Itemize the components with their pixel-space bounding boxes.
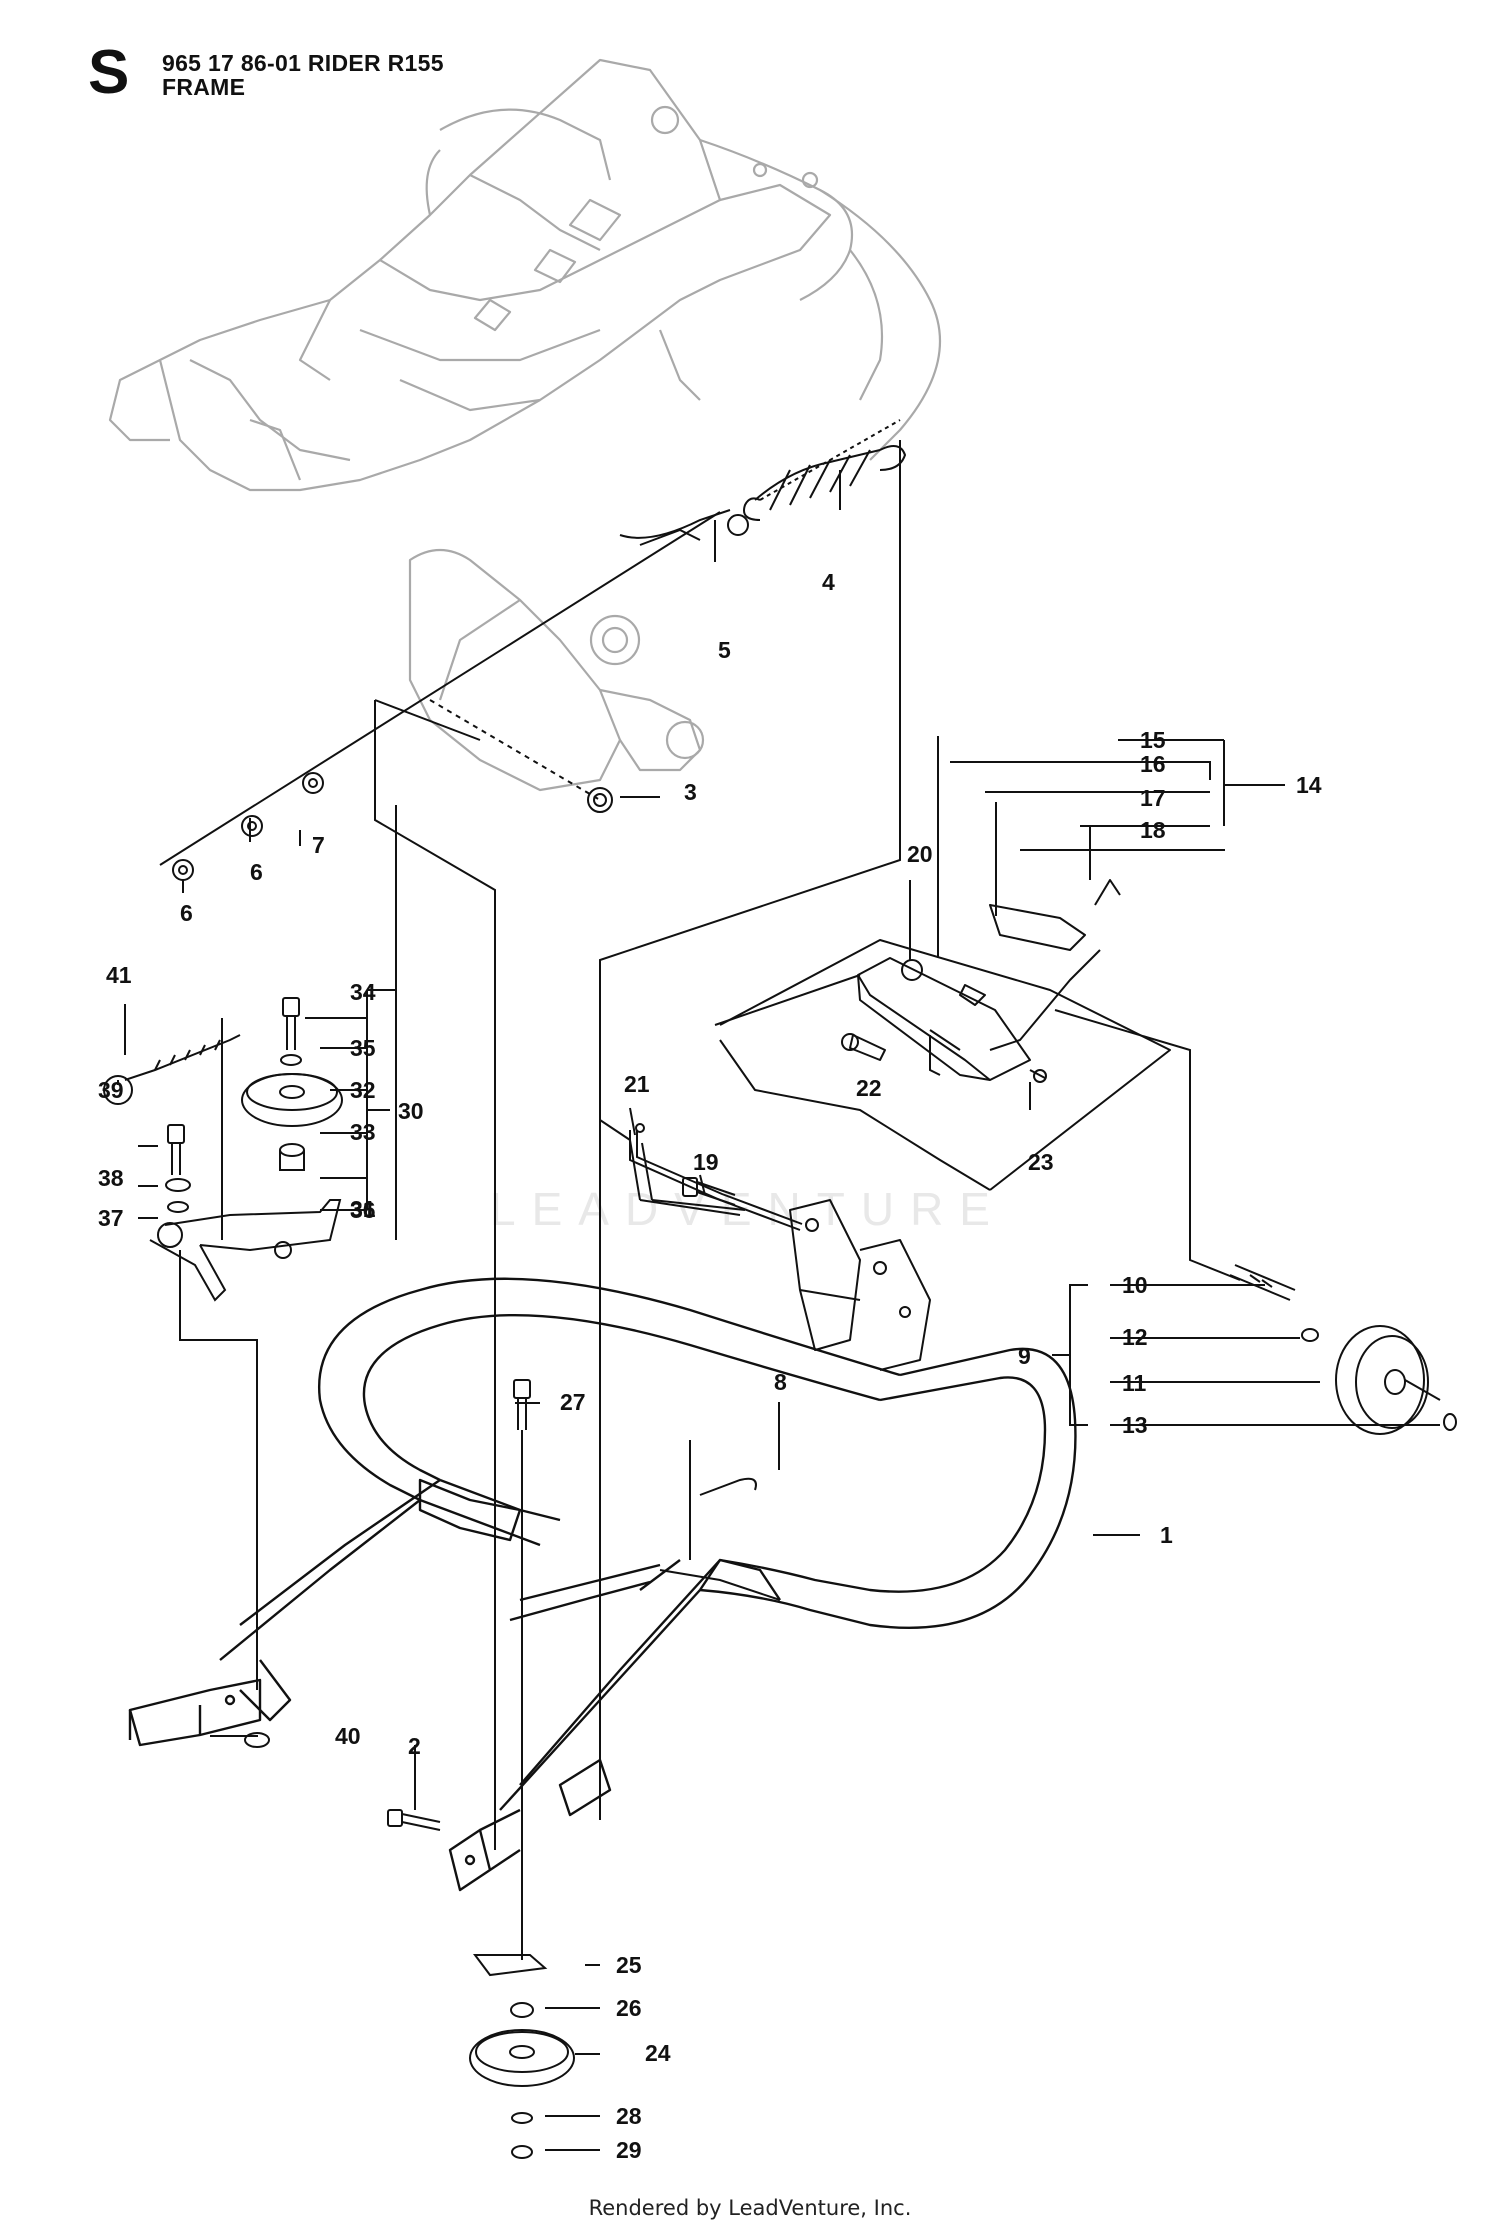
callout-23: 23	[1028, 1149, 1054, 1175]
callout-25: 25	[616, 1952, 642, 1978]
callout-6: 6	[250, 859, 263, 885]
callout-13: 13	[1122, 1412, 1148, 1438]
callout-35: 35	[350, 1035, 376, 1061]
pedal-assembly	[714, 879, 1171, 1191]
callout-4: 4	[822, 569, 835, 595]
callout-41: 41	[106, 962, 132, 988]
callout-8: 8	[774, 1369, 787, 1395]
diagram-title-section: FRAME	[162, 74, 246, 100]
callout-30: 30	[398, 1098, 424, 1124]
callout-leaders	[117, 470, 1440, 2151]
idler-assembly-left	[103, 997, 343, 1690]
callout-29: 29	[616, 2137, 642, 2163]
callout-5: 5	[718, 637, 731, 663]
callout-36: 36	[350, 1197, 376, 1223]
callout-18: 18	[1140, 817, 1166, 843]
callout-21: 21	[624, 1071, 650, 1097]
callout-16: 16	[1140, 751, 1166, 777]
idler-stack-bottom	[244, 1379, 781, 2159]
spring-cable-group	[159, 419, 907, 881]
wheel-assembly	[1054, 1009, 1457, 1435]
callout-38: 38	[98, 1165, 124, 1191]
callout-22: 22	[856, 1075, 882, 1101]
callout-32: 32	[350, 1077, 376, 1103]
callout-3: 3	[684, 779, 697, 805]
callout-10: 10	[1122, 1272, 1148, 1298]
callout-11: 11	[1122, 1370, 1147, 1396]
callout-28: 28	[616, 2103, 642, 2129]
callout-14: 14	[1296, 772, 1322, 798]
callout-17: 17	[1140, 785, 1166, 811]
callout-39: 39	[98, 1077, 124, 1103]
callout-15: 15	[1140, 727, 1166, 753]
diagram-title-model: 965 17 86-01 RIDER R155	[162, 50, 444, 76]
render-credit: Rendered by LeadVenture, Inc.	[588, 2196, 912, 2220]
callout-40: 40	[335, 1723, 361, 1749]
callout-7: 7	[312, 832, 325, 858]
callout-20: 20	[907, 841, 933, 867]
frame-tube	[128, 1277, 1077, 1892]
callout-33: 33	[350, 1119, 376, 1145]
callout-19: 19	[693, 1149, 719, 1175]
callout-1: 1	[1160, 1522, 1173, 1548]
callout-27: 27	[560, 1389, 586, 1415]
callout-12: 12	[1122, 1324, 1148, 1350]
callout-31: 31	[350, 1196, 376, 1222]
section-letter: S	[88, 38, 130, 107]
callout-9: 9	[1018, 1343, 1031, 1369]
lever-bracket	[599, 1119, 931, 1371]
pull-rod	[629, 1123, 803, 1231]
callout-34: 34	[350, 979, 376, 1005]
bolt-19	[682, 1177, 736, 1206]
callout-2: 2	[408, 1733, 421, 1759]
callout-37: 37	[98, 1205, 124, 1231]
callout-6: 6	[180, 900, 193, 926]
assembly-boundary	[374, 440, 901, 1850]
callout-26: 26	[616, 1995, 642, 2021]
chassis-outline	[108, 58, 942, 792]
callout-24: 24	[645, 2040, 671, 2066]
